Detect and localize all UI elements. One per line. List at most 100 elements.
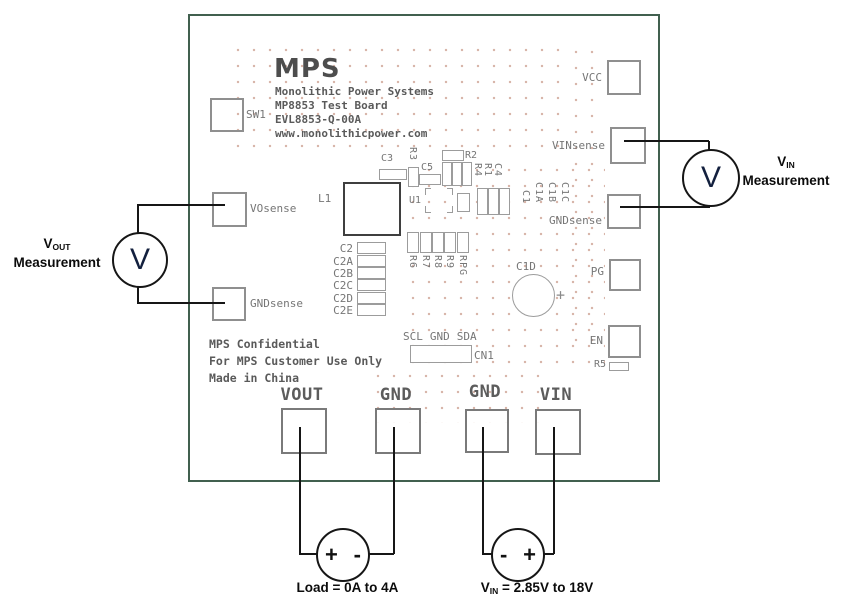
terminal-gnd2-pad (465, 409, 509, 453)
pad-pg-label: PG (590, 265, 604, 278)
vin-supply-caption: VIN = 2.85V to 18V (480, 580, 594, 596)
cap-c4-label: C4 (492, 163, 503, 178)
vout-voltmeter: V (112, 232, 168, 288)
pad-vinsense (610, 127, 646, 164)
terminal-gnd1-pad (375, 408, 421, 454)
resistor-r5-label: R5 (593, 359, 606, 370)
cn1-scl-label: SCL (403, 330, 423, 343)
cap-c2b-label: C2B (333, 267, 353, 280)
component-small (457, 193, 470, 212)
component-small (477, 188, 488, 215)
cap-c1d-label: C1D (516, 260, 536, 273)
connector-cn1 (410, 345, 472, 363)
cap-c2a-label: C2A (333, 255, 353, 268)
cap-c2d (357, 292, 386, 304)
inductor-l1-label: L1 (318, 192, 332, 205)
vin-voltmeter: V (682, 149, 740, 207)
load-source-symbol: + - (316, 528, 370, 582)
pad-en-label: EN (589, 334, 603, 347)
connector-cn1-label: CN1 (474, 349, 494, 362)
vin-measurement-caption: VIN Measurement (734, 154, 838, 188)
ic-u1-bracket (447, 188, 453, 195)
silkscreen-line-evl: EVL8853-Q-00A (275, 113, 362, 126)
wire-vosense-to-meter (137, 204, 225, 206)
cap-c3 (379, 169, 407, 180)
confidential-line-1: MPS Confidential (209, 337, 320, 351)
pad-vosense (212, 192, 247, 227)
terminal-vout-label: VOUT (280, 385, 324, 405)
vin-measurement-word: Measurement (742, 173, 830, 188)
terminal-vin-pad (535, 409, 581, 455)
pad-gndsense-right (607, 194, 641, 229)
ic-u1-bracket (447, 206, 453, 213)
wire-gnd2-to-supply (482, 427, 484, 554)
vout-measurement-word: Measurement (13, 255, 101, 270)
supply-minus-sign: - (500, 542, 508, 567)
cn1-gnd-label: GND (429, 330, 450, 343)
pad-vinsense-label: VINsense (552, 139, 605, 152)
resistor-r2 (442, 150, 464, 161)
pad-vosense-label: VOsense (250, 202, 297, 215)
resistor-r4-label: R4 (472, 163, 483, 178)
resistor-r4 (442, 162, 452, 186)
silkscreen-line-board: MP8853 Test Board (275, 99, 388, 112)
cap-c2d-label: C2D (333, 292, 353, 305)
wire-vout-to-load (299, 553, 317, 555)
pad-vcc (607, 60, 641, 95)
cap-c3-label: C3 (381, 153, 394, 164)
component-small (488, 188, 499, 215)
wire-vosense-to-meter (137, 205, 139, 234)
resistor-rpg (457, 232, 469, 253)
resistor-r9 (444, 232, 456, 253)
pad-gndsense-right-label: GNDsense (549, 214, 602, 227)
confidential-block: MPS Confidential For MPS Customer Use On… (209, 336, 382, 387)
silkscreen-line-company: Monolithic Power Systems (275, 85, 434, 98)
wire-vout-to-load (299, 427, 301, 554)
cap-c5 (419, 174, 441, 185)
cap-c2a (357, 255, 386, 267)
wire-gnd-to-load (369, 553, 394, 555)
mps-logo: MPS (274, 54, 341, 84)
wire-meter-to-gndsense-right (620, 206, 710, 208)
resistor-r1-label: R1 (482, 163, 493, 178)
wire-vinsense-to-meter (624, 140, 709, 142)
inductor-l1 (343, 182, 401, 236)
resistor-r8-label: R8 (432, 255, 443, 270)
pad-gndsense-left (212, 287, 246, 321)
cn1-pin-labels: SCL GND SDA (403, 331, 477, 342)
cap-c2c (357, 279, 386, 291)
voltmeter-v-glyph: V (700, 161, 721, 194)
confidential-line-2: For MPS Customer Use Only (209, 354, 383, 368)
cap-c4 (462, 162, 472, 186)
wire-meter-to-gndsense (137, 302, 225, 304)
resistor-r7-label: R7 (420, 255, 431, 270)
pad-pg (609, 259, 641, 291)
voltmeter-v-glyph: V (129, 243, 150, 276)
vout-measurement-caption: VOUT Measurement (6, 236, 108, 270)
cap-c1a-label: C1A (533, 182, 544, 204)
terminal-vin-label: VIN (539, 385, 573, 405)
pad-sw1 (210, 98, 244, 132)
confidential-line-3: Made in China (209, 371, 300, 385)
cap-c2-label: C2 (339, 242, 353, 255)
cap-c1c-label: C1C (559, 182, 570, 204)
ic-u1-bracket (425, 206, 431, 213)
cn1-sda-label: SDA (456, 330, 477, 343)
pcb-board-outline: MPS Monolithic Power Systems MP8853 Test… (188, 14, 660, 482)
load-minus-sign: - (353, 542, 361, 567)
wire-gnd-to-load (393, 427, 395, 554)
cap-c1-label: C1 (520, 190, 531, 205)
resistor-r3-label: R3 (407, 147, 418, 162)
cap-c2e (357, 304, 386, 316)
wire-gnd2-to-supply (482, 553, 493, 555)
ic-u1-bracket (425, 188, 431, 195)
wire-vin-to-supply (544, 553, 554, 555)
cap-c1b-label: C1B (546, 182, 557, 204)
cap-c1d-polarity: + (556, 286, 566, 304)
via-dots-patch (568, 44, 606, 344)
resistor-r2-label: R2 (465, 150, 478, 161)
cap-c2b (357, 267, 386, 279)
pad-en (608, 325, 641, 358)
terminal-vout-pad (281, 408, 327, 454)
